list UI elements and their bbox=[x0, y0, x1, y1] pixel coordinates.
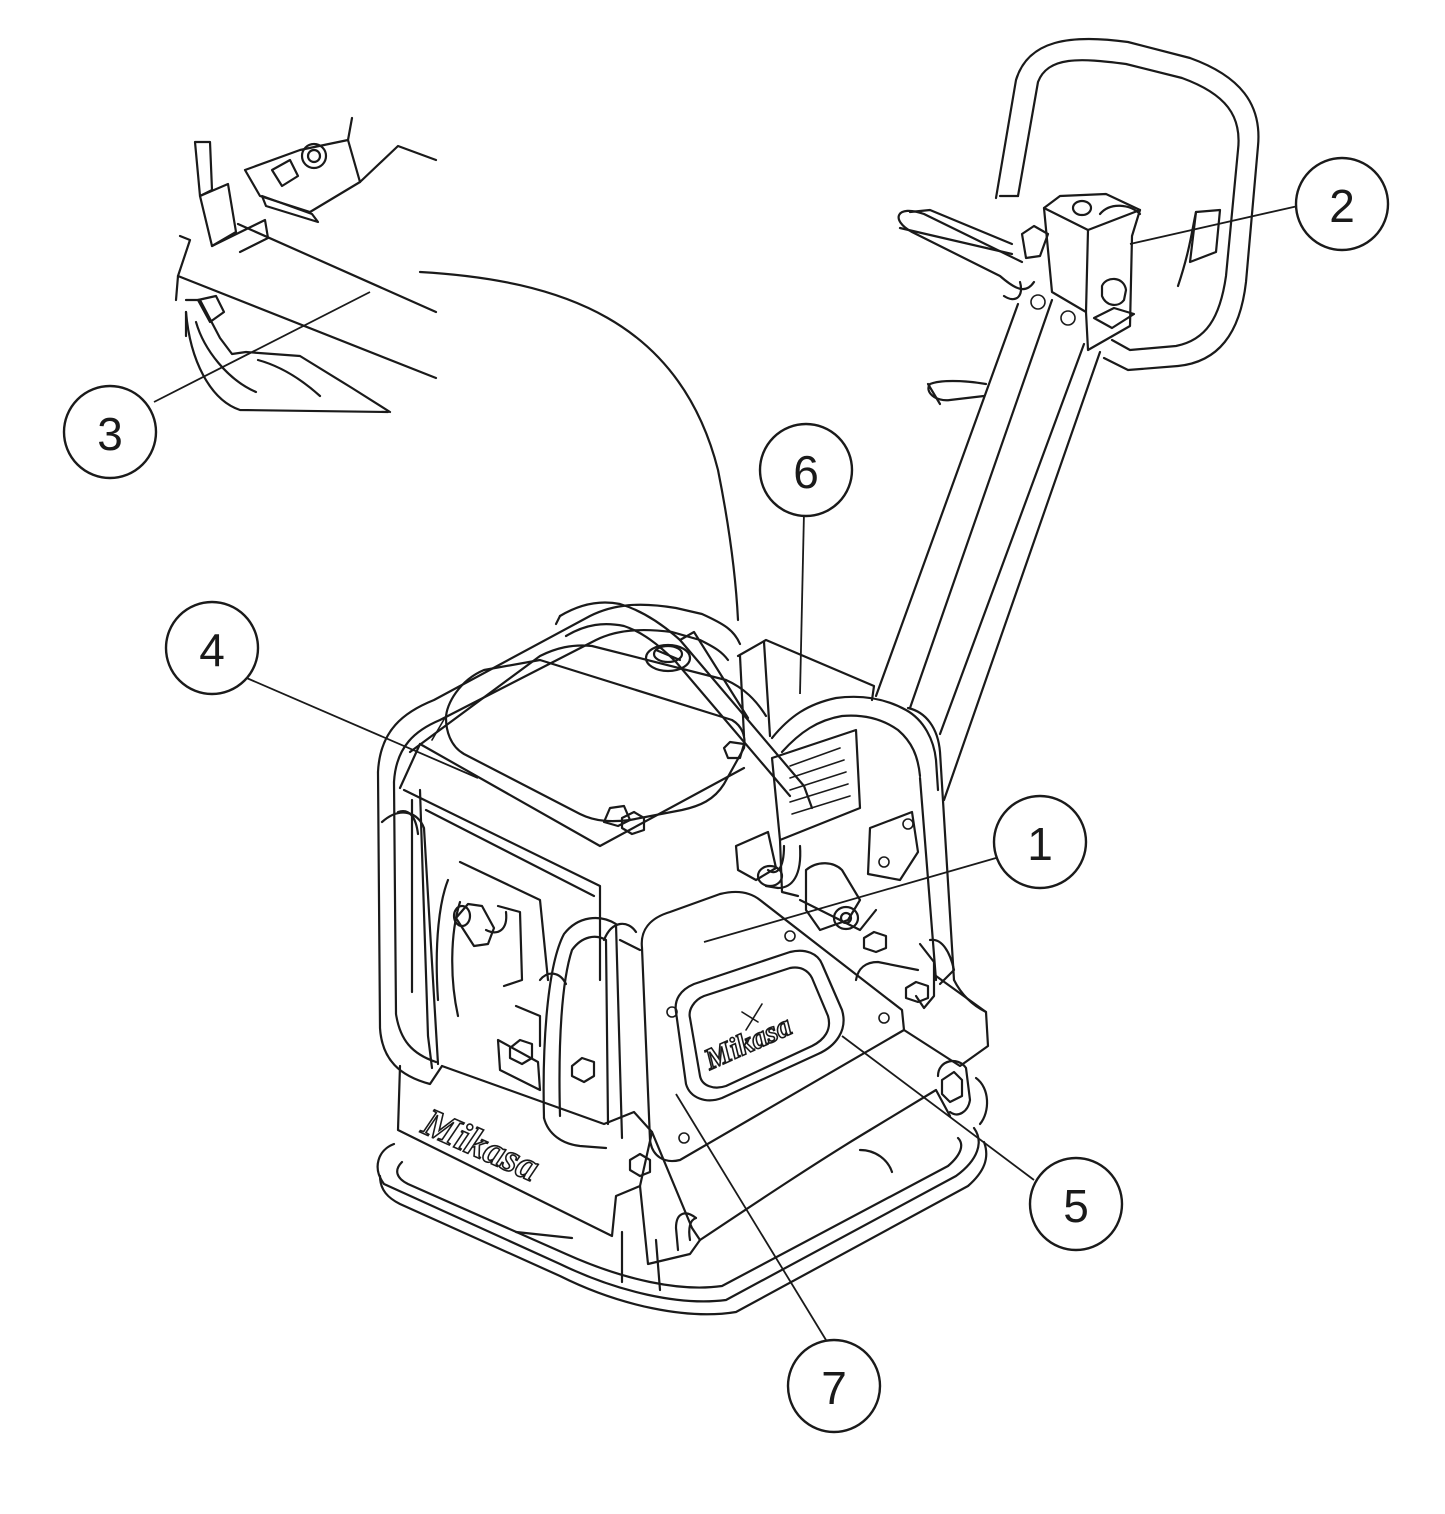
callout-2-number: 2 bbox=[1329, 180, 1355, 232]
front-brand-logo: Mikasa bbox=[415, 1099, 546, 1190]
callout-2: 2 bbox=[1294, 156, 1390, 252]
callout-6: 6 bbox=[758, 422, 854, 518]
leader-7 bbox=[675, 1093, 827, 1341]
leader-6 bbox=[799, 511, 805, 695]
inset-detail-view bbox=[174, 116, 740, 622]
leader-1 bbox=[703, 857, 997, 943]
callout-7: 7 bbox=[786, 1338, 882, 1434]
leader-3 bbox=[153, 291, 371, 403]
callout-1-number: 1 bbox=[1027, 818, 1053, 870]
callout-1: 1 bbox=[992, 794, 1088, 890]
leader-4 bbox=[241, 675, 479, 779]
callout-5: 5 bbox=[1028, 1156, 1124, 1252]
guide-handle bbox=[874, 37, 1260, 802]
callout-7-number: 7 bbox=[821, 1362, 847, 1414]
callout-6-number: 6 bbox=[793, 446, 819, 498]
callout-3-number: 3 bbox=[97, 408, 123, 460]
leader-lines bbox=[153, 205, 1299, 1341]
callout-4-number: 4 bbox=[199, 624, 225, 676]
callout-3: 3 bbox=[62, 384, 158, 480]
callout-5-number: 5 bbox=[1063, 1180, 1089, 1232]
front-skirt: Mikasa bbox=[396, 1064, 702, 1266]
leader-5 bbox=[841, 1035, 1035, 1181]
leader-2 bbox=[1129, 205, 1299, 245]
base-plate bbox=[376, 1126, 988, 1316]
callout-4: 4 bbox=[164, 600, 260, 696]
belt-cover-brand-logo: Mikasa bbox=[699, 1009, 797, 1077]
